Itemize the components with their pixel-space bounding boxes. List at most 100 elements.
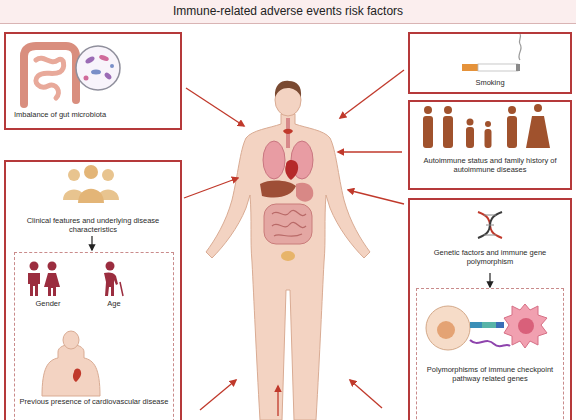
chest-icon-part [42, 345, 100, 397]
chest-icon-part [73, 369, 81, 382]
cell-interaction-icon-part [437, 321, 455, 339]
factor-label: Imbalance of gut microbiota [8, 110, 112, 119]
family-icon-part [507, 116, 517, 148]
family-icon-part [423, 116, 433, 148]
age-icon-part [120, 282, 123, 296]
detail-box: Polymorphisms of immune checkpoint pathw… [416, 288, 564, 420]
factor-label: Smoking [414, 78, 566, 87]
cigarette-icon-part [478, 64, 518, 71]
gut-icon-part [84, 76, 89, 81]
family-icon-part [526, 116, 550, 148]
organs-part [281, 251, 295, 261]
gut-icon-part [110, 64, 114, 68]
family-icon [423, 104, 550, 148]
dna-icon-part [478, 212, 502, 238]
cell-interaction-icon-part [482, 322, 496, 328]
gender-icon [28, 262, 60, 297]
factor-label: Age [87, 299, 141, 308]
influence-arrow-part [340, 70, 404, 118]
dna-icon-part [484, 235, 496, 236]
gut-icon-part [76, 46, 120, 90]
factor-box: Genetic factors and immune gene polymorp… [408, 198, 572, 420]
influence-arrow-part [186, 88, 244, 126]
factor-box: Smoking [408, 32, 572, 94]
cigarette-icon-part [519, 34, 521, 60]
family-icon-part [485, 129, 492, 148]
family-icon-part [508, 106, 516, 114]
factor-label: Gender [19, 299, 77, 308]
organs-part [264, 204, 312, 244]
gut-icon-part [84, 55, 95, 64]
chest-icon-part [63, 331, 79, 349]
organs-part [272, 210, 306, 236]
influence-arrow-part [338, 151, 402, 152]
human-figure-part [206, 114, 370, 420]
family-icon-part [485, 121, 491, 127]
factor-label: Clinical features and underlying disease… [10, 216, 176, 234]
influence-arrow-part [277, 386, 278, 416]
organs [260, 118, 313, 261]
human-figure [206, 81, 370, 420]
gut-icon-part [91, 70, 101, 75]
dna-icon [478, 212, 502, 238]
cell-interaction-icon-part [504, 304, 547, 348]
people-icon-part [68, 169, 80, 181]
factor-label: Autoimmune status and family history of … [414, 156, 566, 174]
gender-icon-part [28, 273, 40, 296]
family-icon-part [424, 106, 432, 114]
cell-interaction-icon-part [518, 318, 534, 334]
dna-icon-part [484, 215, 496, 216]
age-icon [104, 262, 123, 297]
influence-arrow-part [184, 178, 238, 198]
factor-box: Imbalance of gut microbiota [4, 32, 182, 130]
people-icon-part [102, 169, 114, 181]
age-icon-part [104, 272, 118, 296]
influence-arrow-part [200, 380, 236, 410]
family-icon-part [466, 127, 474, 148]
chest-icon [42, 331, 100, 396]
influence-arrow-part [348, 190, 404, 204]
organs-part [296, 183, 313, 202]
factor-label: Genetic factors and immune gene polymorp… [414, 248, 566, 266]
down-arrow [489, 273, 490, 287]
down-arrow [91, 236, 92, 250]
family-icon-part [534, 104, 542, 112]
factor-label: Polymorphisms of immune checkpoint pathw… [421, 365, 559, 383]
human-figure-part [275, 81, 301, 97]
factor-box: Clinical features and underlying disease… [4, 160, 182, 420]
factor-box: Autoimmune status and family history of … [408, 100, 572, 190]
organs-part [263, 141, 285, 179]
people-icon-part [78, 189, 104, 203]
age-icon-part [106, 262, 115, 271]
cell-interaction-icon-part [470, 322, 482, 328]
gender-icon-part [30, 262, 39, 271]
factor-label: Previous presence of cardiovascular dise… [19, 397, 169, 406]
title: Immune-related adverse events risk facto… [0, 0, 576, 23]
cell-interaction-icon [426, 304, 547, 350]
cell-interaction-icon-part [496, 322, 504, 328]
cigarette-icon-part [516, 64, 520, 71]
people-icon [63, 165, 119, 203]
detail-box: Gender AgePrevious presence of cardiovasc… [14, 252, 174, 420]
gut-icon [24, 46, 120, 104]
family-icon-part [467, 119, 474, 126]
gender-icon-part [48, 262, 57, 271]
people-icon-part [84, 165, 98, 179]
organs-part [285, 160, 298, 180]
organs-part [260, 180, 296, 197]
cigarette-icon [462, 34, 521, 71]
gut-icon-part [36, 58, 64, 98]
family-icon-part [444, 106, 452, 114]
family-icon-part [443, 116, 453, 148]
dna-icon-part [478, 212, 502, 238]
gender-icon-part [44, 273, 60, 296]
cell-interaction-icon-part [470, 340, 510, 346]
cell-interaction-icon-part [426, 306, 470, 350]
gut-icon-part [103, 71, 112, 80]
influence-arrow-part [350, 380, 382, 408]
cigarette-icon-part [462, 64, 478, 71]
title-band: Immune-related adverse events risk facto… [0, 0, 576, 24]
gut-icon-part [98, 54, 109, 62]
gut-icon-part [24, 46, 76, 104]
